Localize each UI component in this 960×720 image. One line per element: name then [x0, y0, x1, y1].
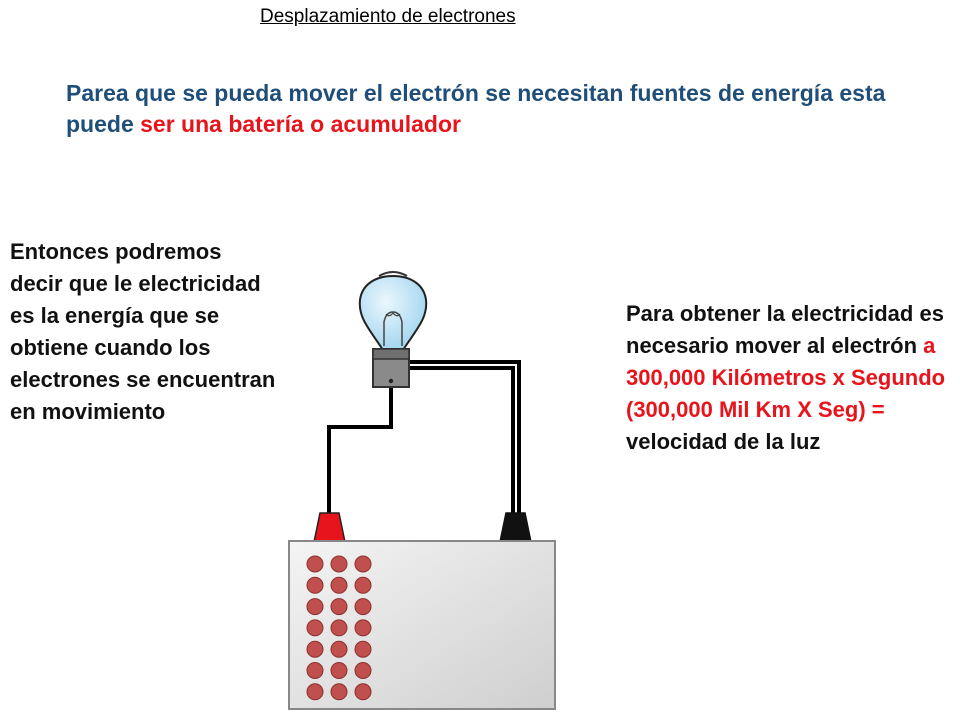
bulb-filament	[383, 311, 403, 346]
battery-cell	[354, 555, 372, 573]
battery-cells	[306, 555, 372, 701]
positive-wire	[327, 388, 393, 516]
negative-wire-outer	[409, 360, 521, 516]
bulb-base-band	[372, 348, 410, 360]
positive-terminal	[313, 512, 346, 543]
battery-cell	[306, 555, 324, 573]
battery-cell	[330, 683, 348, 701]
battery-cell	[306, 640, 324, 658]
slide-title: Desplazamiento de electrones	[260, 6, 516, 27]
negative-wire-inner	[409, 366, 515, 516]
light-bulb-icon	[358, 271, 428, 388]
battery-cell	[354, 683, 372, 701]
right-text-part1: Para obtener la electricidad es necesari…	[626, 301, 944, 358]
battery-body	[288, 540, 556, 710]
circuit-wires	[327, 360, 521, 516]
battery-cell	[330, 598, 348, 616]
bulb-top-arc	[378, 271, 408, 277]
battery-cell	[354, 640, 372, 658]
battery-cell	[330, 555, 348, 573]
right-paragraph: Para obtener la electricidad es necesari…	[626, 298, 946, 458]
right-text-part2: velocidad de la luz	[626, 429, 821, 454]
intro-paragraph: Parea que se pueda mover el electrón se …	[66, 78, 926, 140]
battery-cell	[330, 619, 348, 637]
battery-cell	[306, 576, 324, 594]
battery-cell	[330, 662, 348, 679]
battery-cell	[354, 662, 372, 679]
battery-cell	[330, 640, 348, 658]
intro-text: Parea que se pueda mover el electrón se …	[66, 80, 886, 137]
battery-cell	[306, 598, 324, 616]
battery-cell	[330, 576, 348, 594]
intro-highlight: ser una batería o acumulador	[140, 111, 461, 137]
right-text-highlight: a 300,000 Kilómetros x Segundo (300,000 …	[626, 333, 946, 422]
battery-cell	[306, 662, 324, 679]
battery-cell	[354, 619, 372, 637]
battery-cell	[306, 683, 324, 701]
battery-cell	[354, 598, 372, 616]
battery-cell	[306, 619, 324, 637]
battery-cell	[354, 576, 372, 594]
negative-terminal	[499, 512, 532, 543]
bulb-contact	[388, 378, 394, 384]
bulb-filament-coil	[385, 312, 401, 317]
left-paragraph: Entonces podremos decir que le electrici…	[10, 239, 276, 424]
